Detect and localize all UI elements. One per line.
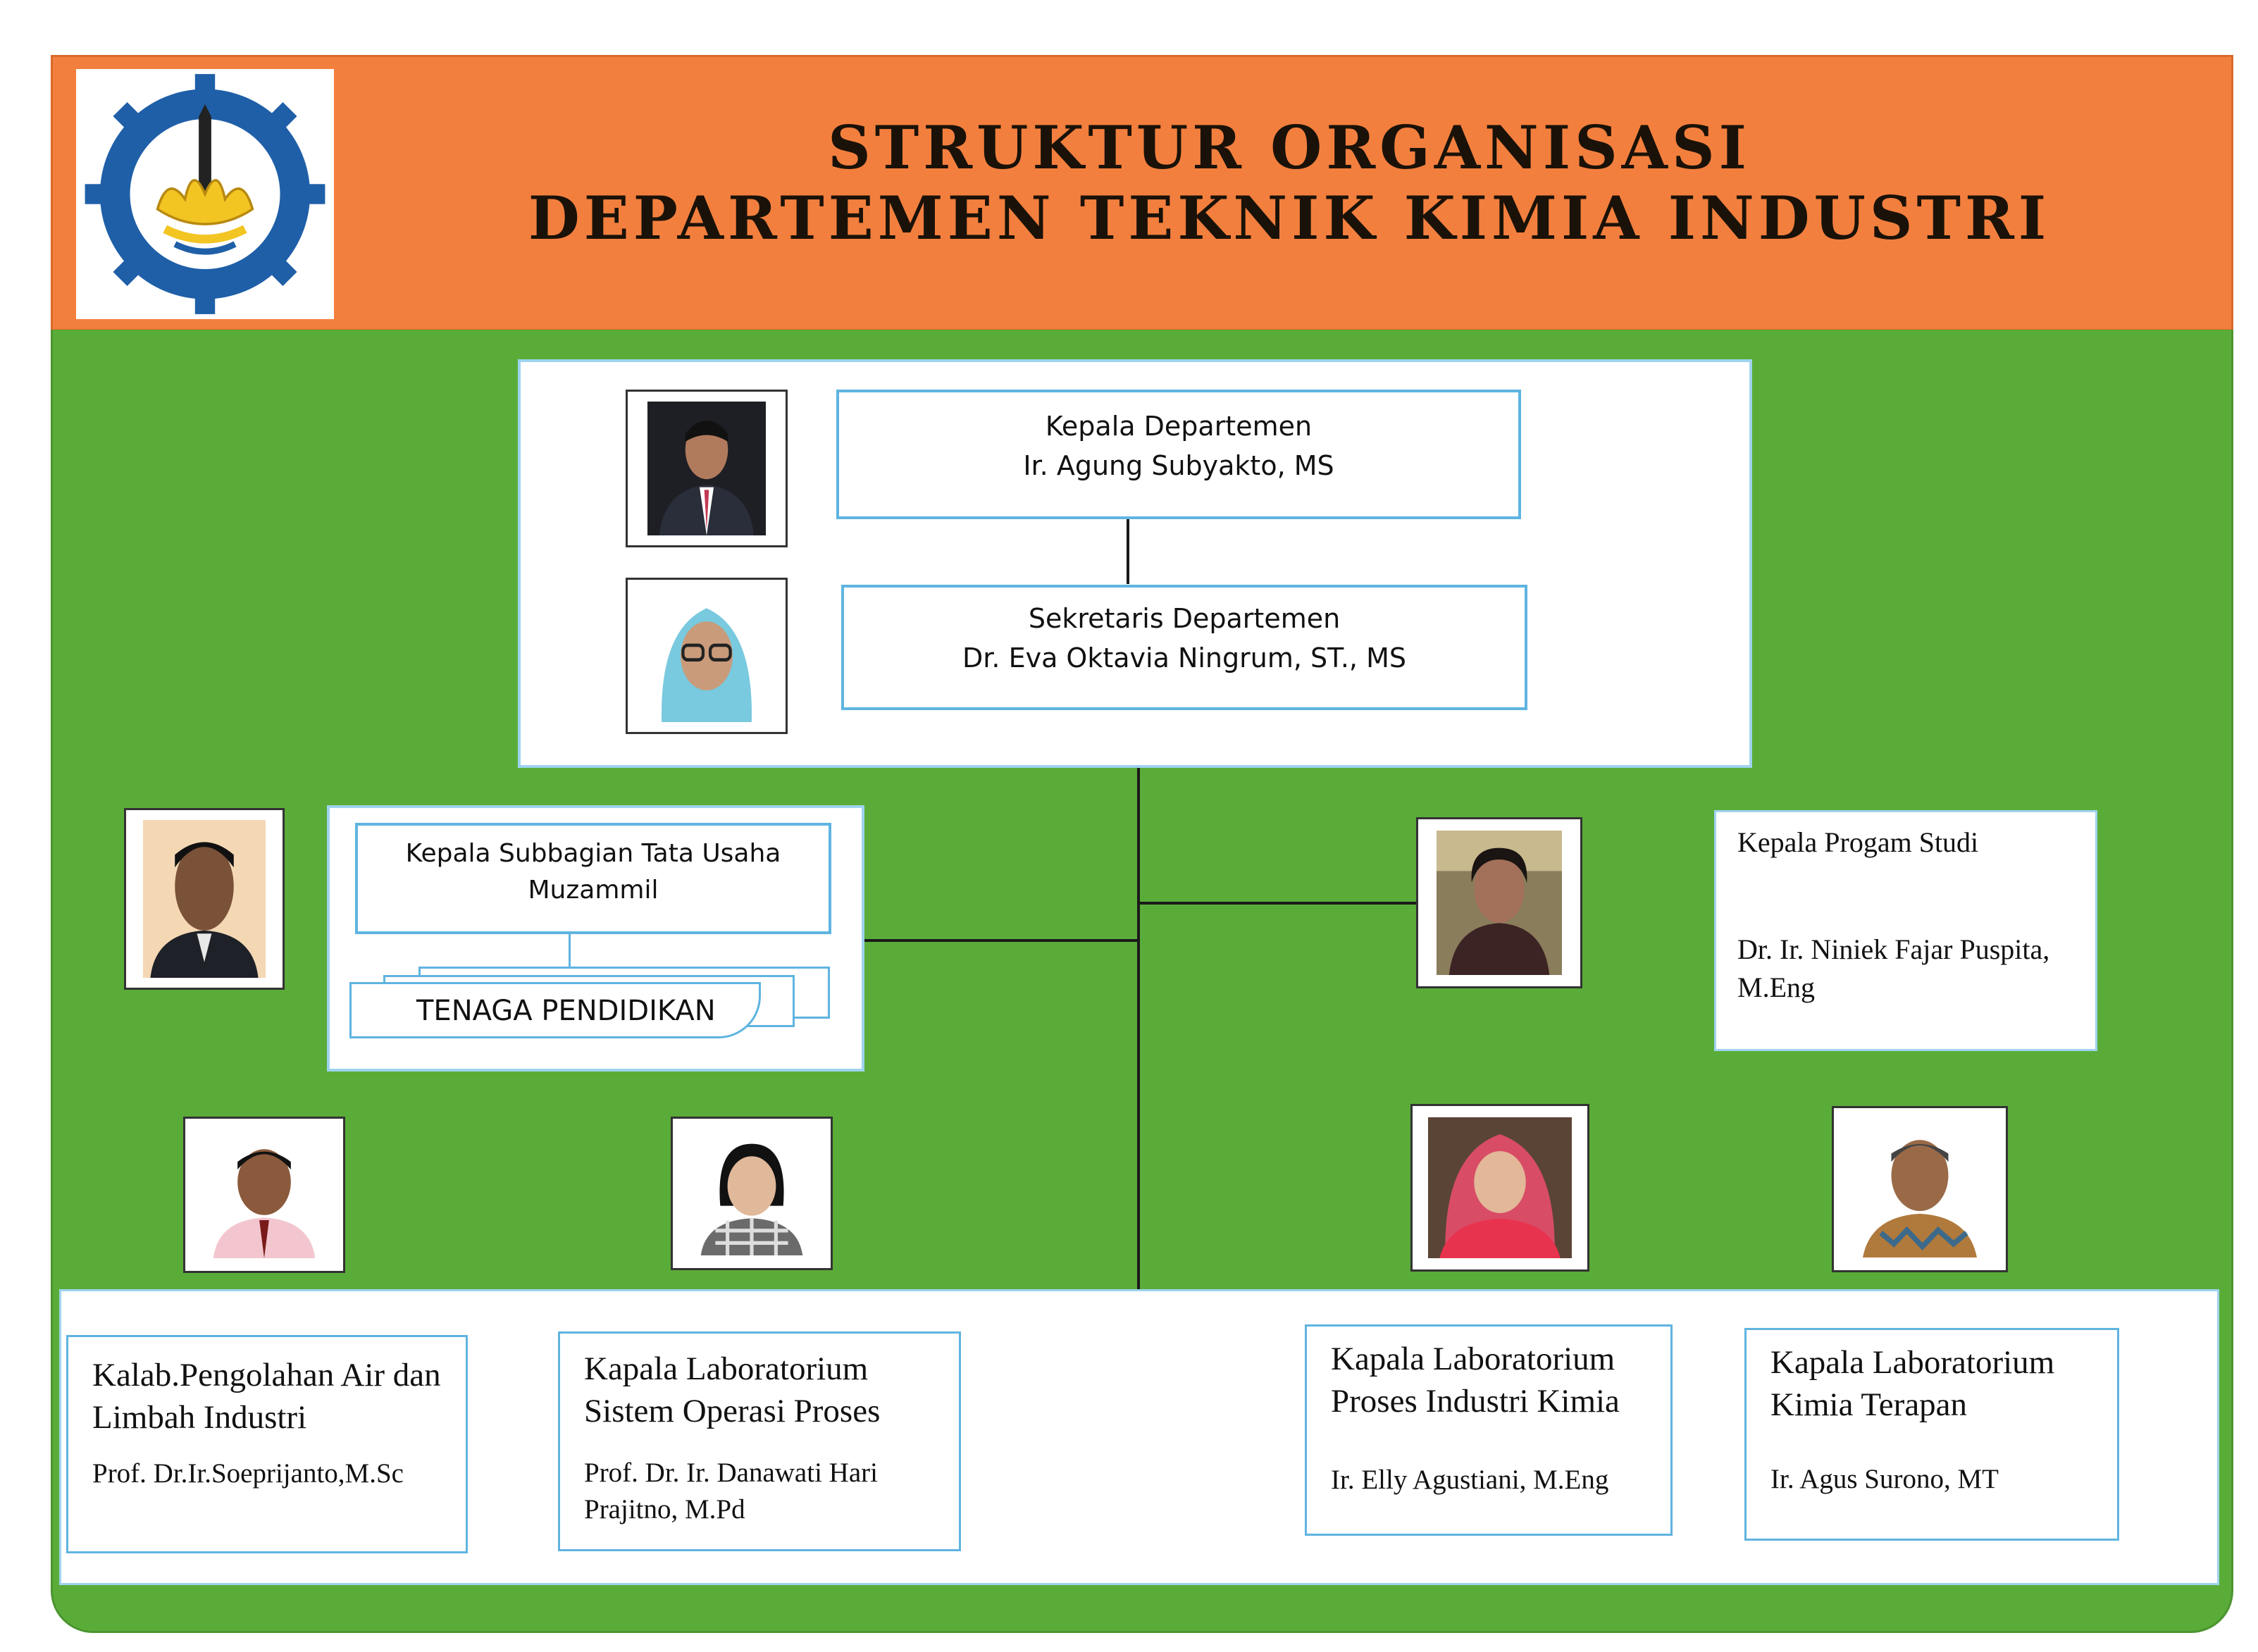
page-title-line-1: STRUKTUR ORGANISASI [828,113,1751,182]
sekretaris-departemen-box: Sekretaris Departemen Dr. Eva Oktavia Ni… [841,585,1527,710]
prodi-role: Kepala Progam Studi [1737,826,1979,858]
tenaga-pendidikan-label: TENAGA PENDIDIKAN [416,995,716,1027]
connector-trunk [1137,768,1140,1291]
kepala-departemen-box: Kepala Departemen Ir. Agung Subyakto, MS [836,390,1521,519]
prodi-name: Dr. Ir. Niniek Fajar Puspita, M.Eng [1737,933,2050,1003]
lab-1-box: Kalab.Pengolahan Air dan Limbah Industri… [66,1335,468,1553]
lab-3-title: Kapala Laboratorium Proses Industri Kimi… [1331,1341,1620,1420]
kepala-prodi-box: Kepala Progam Studi Dr. Ir. Niniek Fajar… [1714,810,2097,1051]
tenaga-pendidikan-box: TENAGA PENDIDIKAN [349,982,761,1038]
sekretaris-role: Sekretaris Departemen [1028,603,1341,634]
sekretaris-photo [626,578,788,734]
header-banner [51,55,2233,331]
lab-2-title: Kapala Laboratorium Sistem Operasi Prose… [584,1350,881,1429]
lab-4-box: Kapala Laboratorium Kimia Terapan Ir. Ag… [1744,1328,2119,1541]
lab-2-name: Prof. Dr. Ir. Danawati Hari Prajitno, M.… [584,1458,878,1524]
tata-usaha-role: Kepala Subbagian Tata Usaha [405,839,781,868]
lab-1-name: Prof. Dr.Ir.Soeprijanto,M.Sc [92,1458,404,1489]
lab-3-name: Ir. Elly Agustiani, M.Eng [1331,1465,1609,1495]
institution-logo-icon [76,69,334,319]
kepala-role: Kepala Departemen [1045,411,1313,442]
connector-tata-usaha-staff [569,934,571,968]
tata-usaha-name: Muzammil [528,876,659,905]
lab-4-title: Kapala Laboratorium Kimia Terapan [1770,1344,2055,1423]
connector-left [862,939,1139,942]
kepala-name: Ir. Agung Subyakto, MS [1023,450,1334,481]
lab-2-box: Kapala Laboratorium Sistem Operasi Prose… [558,1331,961,1551]
lab-1-title: Kalab.Pengolahan Air dan Limbah Industri [92,1357,441,1436]
lab-2-photo [671,1117,833,1270]
kepala-photo [626,390,788,547]
lab-4-photo [1832,1106,2008,1272]
sekretaris-name: Dr. Eva Oktavia Ningrum, ST., MS [962,642,1406,673]
lab-3-box: Kapala Laboratorium Proses Industri Kimi… [1305,1324,1673,1536]
lab-1-photo [183,1117,345,1273]
page-title-line-2: DEPARTEMEN TEKNIK KIMIA INDUSTRI [528,183,2051,253]
tata-usaha-photo [124,808,285,990]
lab-4-name: Ir. Agus Surono, MT [1770,1464,1999,1494]
prodi-photo [1416,817,1582,988]
connector-kepala-sekretaris [1127,519,1129,584]
kepala-tata-usaha-box: Kepala Subbagian Tata Usaha Muzammil [355,823,831,934]
lab-3-photo [1410,1104,1589,1272]
connector-right [1139,902,1419,905]
